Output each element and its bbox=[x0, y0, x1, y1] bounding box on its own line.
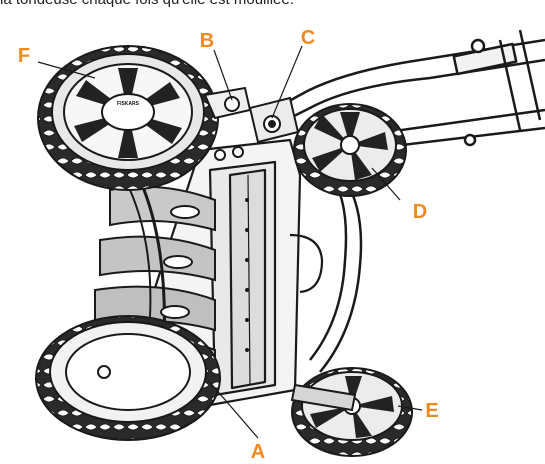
leader-lines bbox=[37, 45, 423, 439]
callout-a: A bbox=[251, 441, 265, 463]
height-adjustment-lever bbox=[203, 86, 252, 161]
handle-mount bbox=[248, 96, 300, 144]
callout-c: C bbox=[301, 27, 315, 49]
callout-d: D bbox=[413, 201, 427, 223]
bottom-main-wheel bbox=[35, 315, 221, 441]
caption-text: la tondeuse chaque fois qu'elle est moui… bbox=[0, 0, 545, 13]
callout-b: B bbox=[200, 30, 214, 52]
callout-e: E bbox=[425, 400, 438, 422]
callout-f: F bbox=[18, 45, 30, 67]
rear-roller-wheel-upper bbox=[293, 103, 407, 197]
brand-logo: FISKARS bbox=[117, 101, 140, 107]
rear-roller-wheel-lower bbox=[290, 367, 413, 457]
main-drive-wheel: FISKARS bbox=[37, 45, 219, 191]
